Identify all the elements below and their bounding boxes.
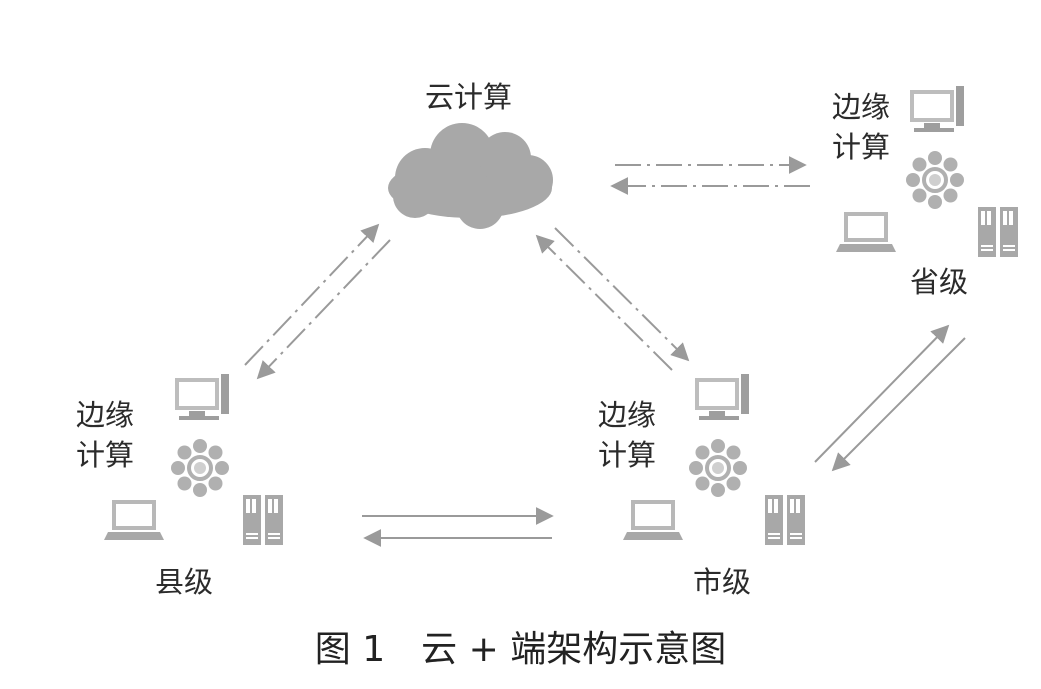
monitor-icon: [910, 86, 964, 132]
figure-caption: 图 1 云 + 端架构示意图: [314, 629, 727, 670]
server-icon: [978, 207, 1018, 257]
province-edge-label-line2: 计算: [832, 130, 891, 164]
link-cloud-city: [535, 227, 690, 371]
city-level-label: 市级: [693, 565, 752, 599]
city-edge-label-line1: 边缘: [598, 398, 657, 432]
city-edge-label-line2: 计算: [598, 438, 657, 472]
link-county-city: [362, 507, 554, 547]
link-cloud-province: [610, 156, 810, 195]
cloud-label: 云计算: [425, 80, 513, 114]
monitor-icon: [695, 374, 749, 420]
network-hub-icon: [904, 149, 966, 211]
laptop-icon: [836, 212, 896, 252]
province-level-label: 省级: [910, 265, 969, 299]
network-hub-icon: [687, 437, 749, 499]
network-hub-icon: [169, 437, 231, 499]
link-city-province: [814, 324, 966, 472]
monitor-icon: [175, 374, 229, 420]
laptop-icon: [104, 500, 164, 540]
laptop-icon: [623, 500, 683, 540]
county-edge-label-line1: 边缘: [76, 398, 135, 432]
province-edge-label-line1: 边缘: [832, 90, 891, 124]
cloud-icon: [388, 123, 553, 229]
county-edge-label-line2: 计算: [76, 438, 135, 472]
link-cloud-county: [244, 223, 391, 380]
county-level-label: 县级: [155, 565, 214, 599]
server-icon: [765, 495, 805, 545]
server-icon: [243, 495, 283, 545]
